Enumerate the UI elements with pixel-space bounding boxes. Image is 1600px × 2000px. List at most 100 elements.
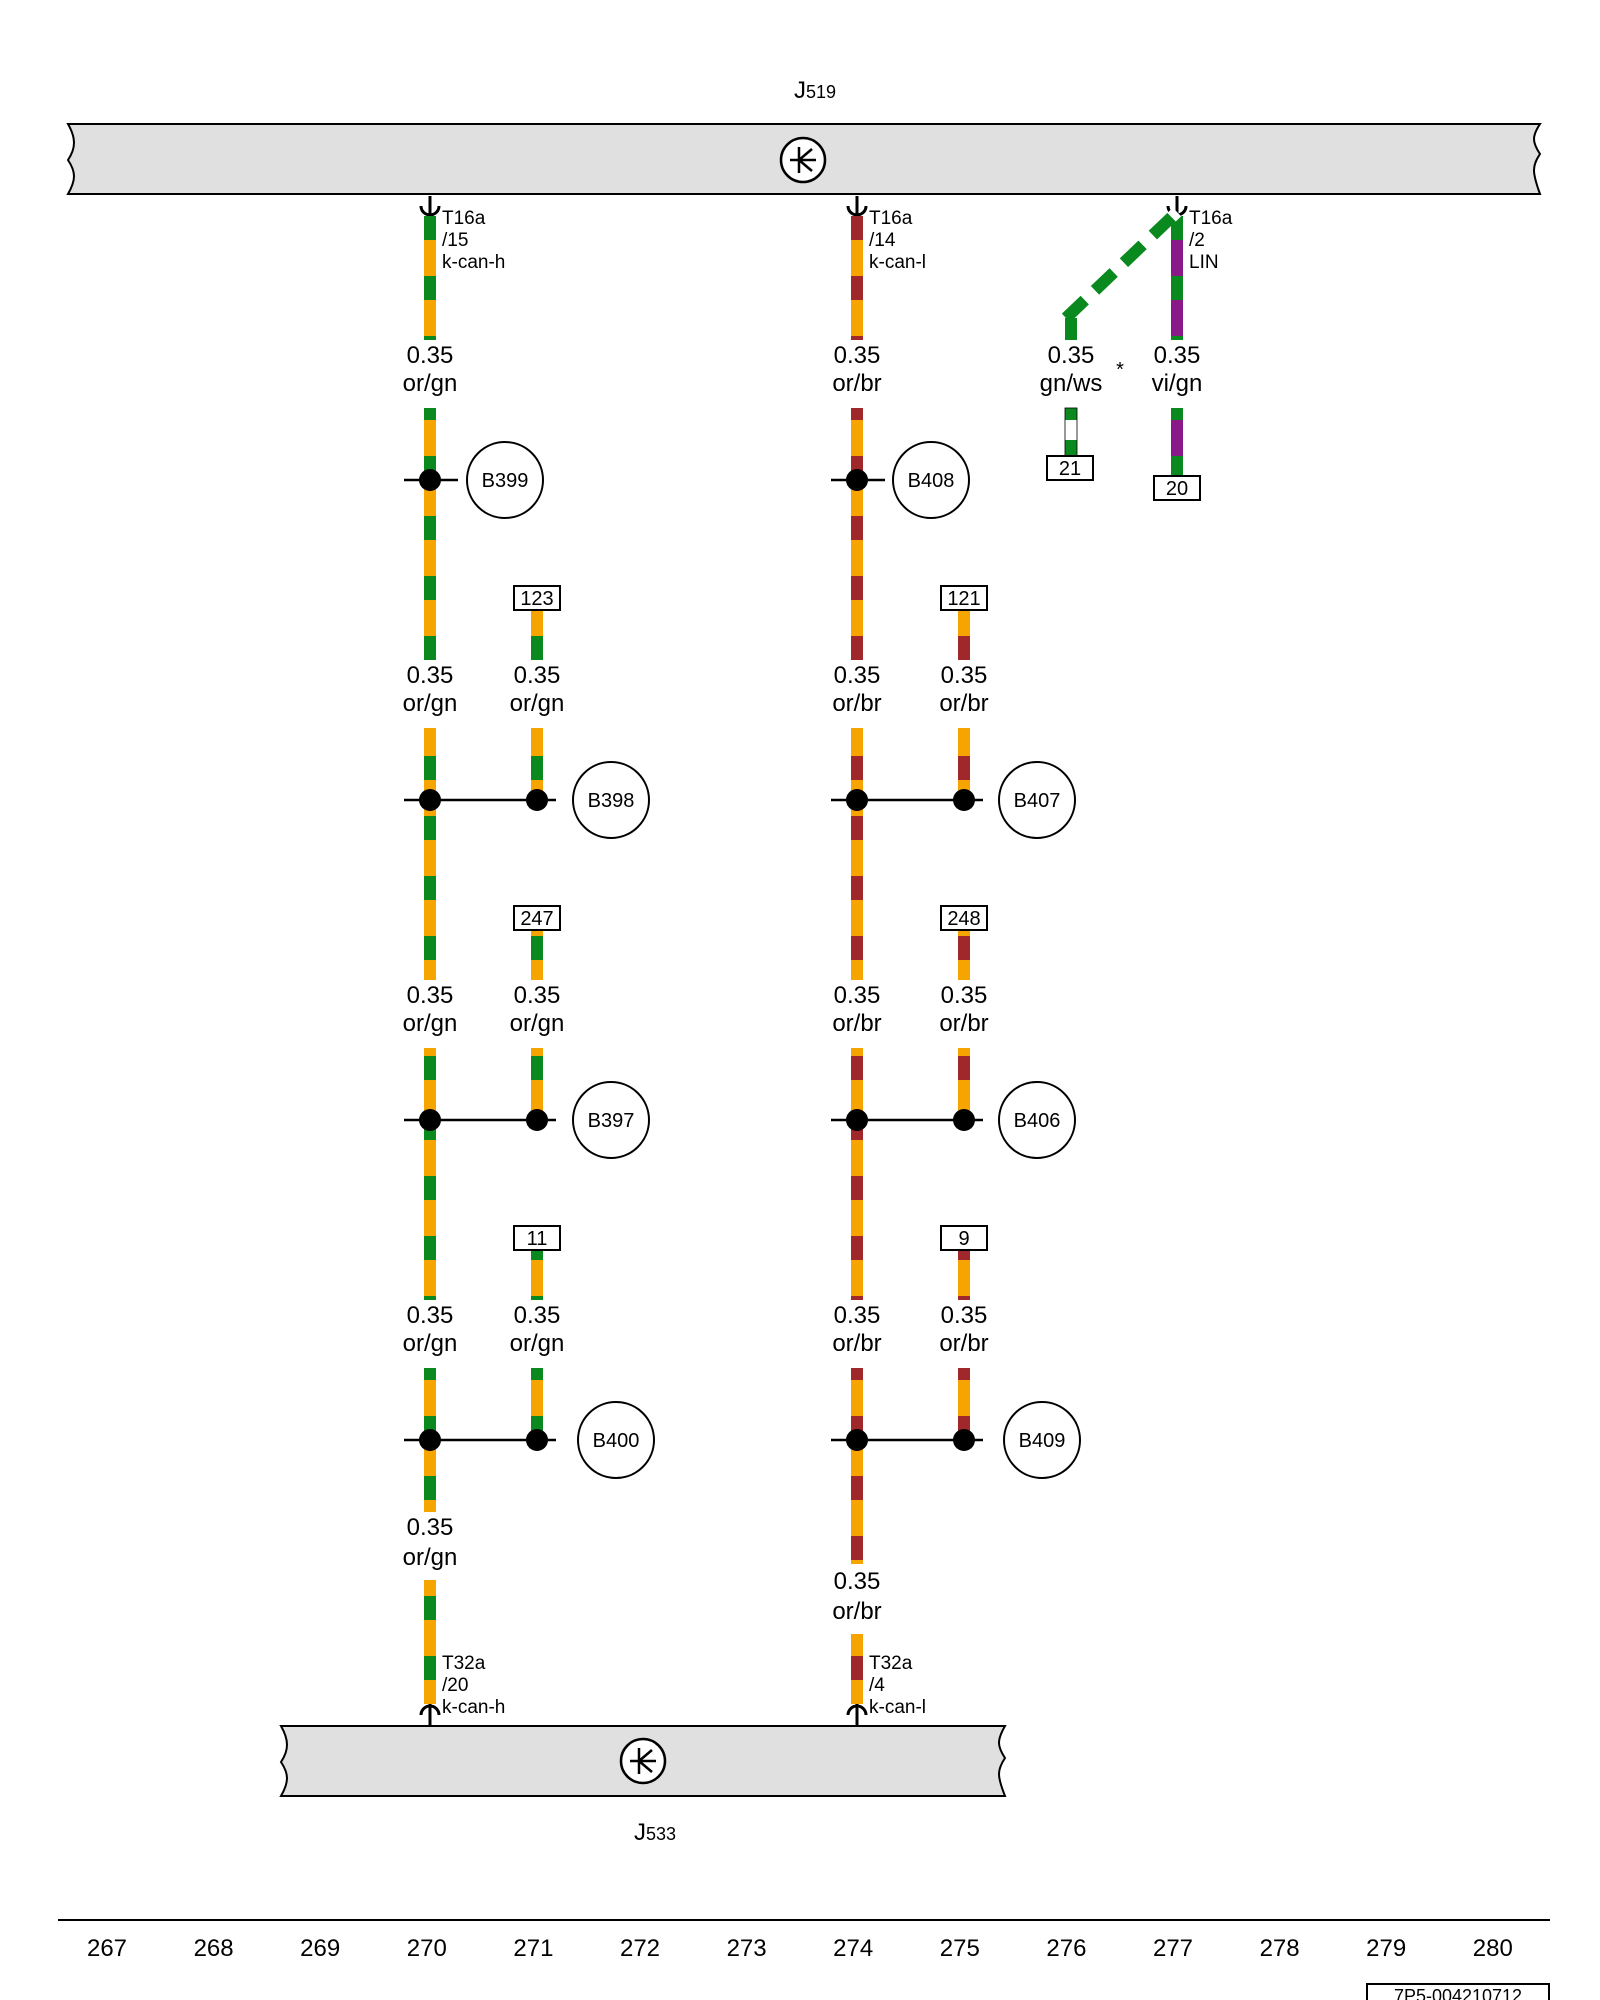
wire-segment [424,728,436,980]
wire-segment [531,728,543,800]
column-number: 279 [1366,1935,1406,1962]
splice-lines [404,478,983,1442]
svg-text:0.35: 0.35 [834,1302,881,1329]
column-number: 274 [833,1935,873,1962]
svg-text:247: 247 [520,908,553,930]
junction-b398[interactable]: B398 [572,761,650,839]
svg-text:B407: B407 [1014,790,1061,812]
svg-text:0.35: 0.35 [407,982,454,1009]
svg-text:0.35: 0.35 [407,1514,454,1541]
wire-segment [424,216,436,340]
connector-signal: k-can-h [442,1697,505,1718]
column-number: 269 [300,1935,340,1962]
svg-text:or/gn: or/gn [510,1330,565,1357]
svg-text:or/gn: or/gn [403,1330,458,1357]
connector-signal: k-can-l [869,252,926,273]
wire-segment [424,1048,436,1300]
connector-pin: T32a [442,1653,486,1674]
wire-segment [531,610,543,660]
ref-box-123[interactable]: 123 [513,585,561,611]
svg-text:or/gn: or/gn [510,1010,565,1037]
svg-text:9: 9 [958,1228,969,1250]
junction-b409[interactable]: B409 [1003,1401,1081,1479]
svg-text:or/br: or/br [832,1598,881,1625]
wire-segment [1064,407,1078,457]
connector-number: /20 [442,1675,468,1696]
junction-b407[interactable]: B407 [998,761,1076,839]
connector-pin: T16a [442,208,486,229]
svg-text:B399: B399 [482,470,529,492]
svg-text:vi/gn: vi/gn [1152,370,1203,397]
junction-b406[interactable]: B406 [998,1081,1076,1159]
svg-text:0.35: 0.35 [407,1302,454,1329]
svg-text:121: 121 [947,588,980,610]
wire-segment [531,1048,543,1120]
wire-segment [531,930,543,980]
module-j533-label: J533 [634,1819,676,1846]
wire-group-lin [1061,207,1183,476]
junction-b400[interactable]: B400 [577,1401,655,1479]
svg-text:0.35: 0.35 [407,342,454,369]
svg-text:or/gn: or/gn [510,690,565,717]
column-number: 273 [727,1935,767,1962]
column-number: 271 [513,1935,553,1962]
ref-box-248[interactable]: 248 [940,905,988,931]
splice-dots [419,469,975,1451]
junction-b397[interactable]: B397 [572,1081,650,1159]
connector-signal: k-can-h [442,252,505,273]
ref-box-21[interactable]: 21 [1046,455,1094,481]
svg-text:or/gn: or/gn [403,1010,458,1037]
svg-text:or/br: or/br [832,1010,881,1037]
svg-text:20: 20 [1166,478,1188,500]
bottom-connector-2: T32a /4 k-can-l [846,1653,926,1726]
can-module-icon [619,1737,667,1785]
wire-segment [851,408,863,660]
svg-text:0.35: 0.35 [834,662,881,689]
svg-text:248: 248 [947,908,980,930]
svg-text:123: 123 [520,588,553,610]
ref-box-121[interactable]: 121 [940,585,988,611]
connector-pin: T32a [869,1653,913,1674]
svg-text:B398: B398 [588,790,635,812]
connector-number: /14 [869,230,896,251]
column-number: 276 [1046,1935,1086,1962]
wire-segment [958,728,970,800]
svg-text:or/br: or/br [939,690,988,717]
ref-box-20[interactable]: 20 [1153,475,1201,501]
wire-segment [958,930,970,980]
wire-segment [851,216,863,340]
svg-text:0.35: 0.35 [941,1302,988,1329]
ref-box-247[interactable]: 247 [513,905,561,931]
wire-segment [1061,207,1182,323]
ref-box-11[interactable]: 11 [513,1225,561,1251]
wire-segment [851,1634,863,1704]
wire-segment [958,1048,970,1120]
doc-id: 7P5-004210712 [1394,1986,1522,2000]
module-j519: J519 [66,77,1542,195]
svg-text:0.35: 0.35 [1154,342,1201,369]
connector-number: /4 [869,1675,885,1696]
svg-text:0.35: 0.35 [834,982,881,1009]
junction-b399[interactable]: B399 [466,441,544,519]
junction-b408[interactable]: B408 [892,441,970,519]
connector-number: /15 [442,230,468,251]
wire-segment [958,610,970,660]
svg-text:0.35: 0.35 [514,1302,561,1329]
wire-segment [851,728,863,980]
svg-text:0.35: 0.35 [834,342,881,369]
svg-text:or/br: or/br [939,1330,988,1357]
column-number: 272 [620,1935,660,1962]
column-number: 277 [1153,1935,1193,1962]
wire-segment [1065,318,1077,340]
wire-group-kcan-l [851,216,970,1704]
wire-segment [424,1580,436,1704]
column-number: 270 [407,1935,447,1962]
ref-box-9[interactable]: 9 [940,1225,988,1251]
column-number: 275 [940,1935,980,1962]
wire-segment [531,1368,543,1440]
svg-text:0.35: 0.35 [941,662,988,689]
svg-text:or/gn: or/gn [403,1544,458,1571]
doc-id-box: 7P5-004210712 [1366,1983,1550,2000]
